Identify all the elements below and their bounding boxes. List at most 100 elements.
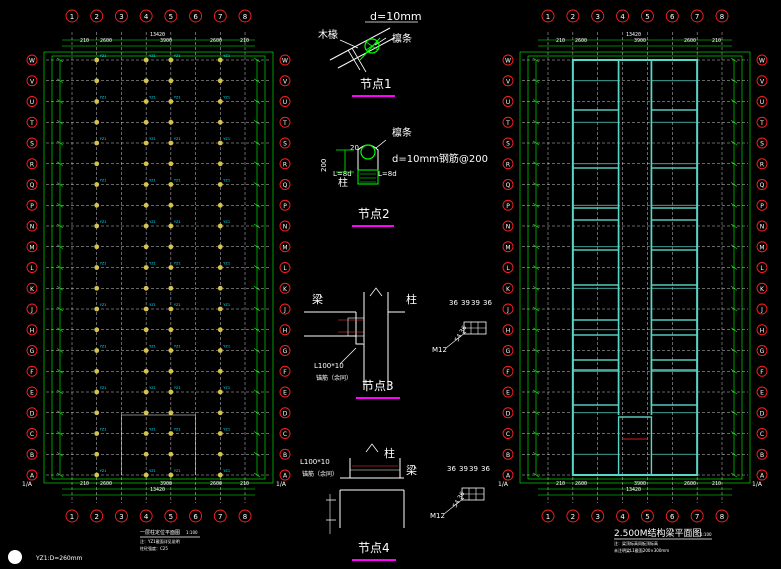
svg-text:YZ1: YZ1 (223, 96, 230, 100)
svg-text:YZ1: YZ1 (149, 54, 156, 58)
left-plan-column-yz1 (217, 410, 223, 416)
right-plan-axis-bubble-bottom-3: 3 (591, 509, 605, 523)
svg-text:6: 6 (193, 513, 198, 521)
left-plan-column-yz1 (143, 368, 149, 374)
right-plan-axis-bubble-row-P-right: P (756, 199, 768, 211)
svg-text:YZ1: YZ1 (223, 262, 230, 266)
svg-text:B: B (30, 452, 34, 459)
svg-text:U: U (30, 99, 34, 106)
left-plan-column-yz1: YZ1 (143, 54, 156, 63)
svg-text:YZ1: YZ1 (100, 96, 107, 100)
svg-text:YZ1: YZ1 (100, 54, 107, 58)
right-plan-top-dim-2: 2600 (575, 38, 587, 44)
left-plan-axis-bubble-row-H-left: H (26, 324, 38, 336)
svg-text:F: F (283, 369, 287, 376)
svg-text:G: G (506, 348, 511, 355)
svg-text:YZ1: YZ1 (174, 179, 181, 183)
svg-text:1: 1 (70, 13, 74, 21)
right-plan-side-label-right: 1/A (752, 481, 763, 488)
svg-text:4: 4 (144, 513, 149, 521)
svg-text:YZ1: YZ1 (223, 428, 230, 432)
right-plan-top-dim-6: 210 (712, 38, 721, 44)
right-plan-axis-bubble-row-C-left: C (502, 428, 514, 439)
right-plan-axis-bubble-row-C-right: C (756, 428, 768, 439)
svg-text:YZ1: YZ1 (174, 469, 181, 473)
left-plan-axis-bubble-row-K-left: K (26, 282, 38, 294)
left-plan-column-yz1: YZ1 (217, 303, 230, 312)
node-2-dim: d=10mm钢筋@200 (392, 152, 488, 165)
left-plan-top-dim-6: 210 (240, 38, 249, 44)
svg-text:YZ1: YZ1 (149, 262, 156, 266)
left-plan-column-yz1: YZ1 (168, 386, 181, 395)
svg-text:S: S (760, 141, 764, 148)
svg-text:8: 8 (720, 13, 724, 21)
left-plan-column-yz1: YZ1 (143, 179, 156, 187)
left-plan-column-yz1 (168, 161, 174, 167)
left-plan-axis-bubble-row-E-left: E (26, 386, 38, 398)
left-plan-axis-bubble-row-D-right: D (279, 407, 291, 419)
svg-text:V: V (760, 78, 765, 85)
left-plan-column-yz1 (217, 327, 223, 333)
svg-text:S: S (506, 141, 510, 148)
svg-text:B: B (506, 452, 510, 459)
node-2-title: 节点2 (358, 207, 390, 221)
svg-text:C: C (30, 431, 34, 438)
svg-text:7: 7 (695, 13, 699, 21)
node-4-d4: 36 (481, 465, 490, 473)
left-plan-column-yz1 (168, 410, 174, 416)
left-plan-top-dim-1: 210 (80, 38, 89, 44)
svg-text:N: N (760, 224, 765, 231)
svg-text:Q: Q (760, 182, 765, 189)
svg-text:1: 1 (546, 513, 550, 521)
right-plan-axis-bubble-bottom-6: 6 (665, 509, 679, 523)
right-plan-axis-bubble-row-U-right: U (756, 96, 768, 107)
svg-text:3: 3 (595, 13, 599, 21)
left-plan-column-yz1: YZ1 (94, 220, 106, 229)
svg-text:U: U (506, 99, 510, 106)
left-plan-column-yz1: YZ1 (143, 96, 156, 104)
svg-text:YZ1: YZ1 (100, 303, 107, 307)
right-plan-axis-bubble-row-H-right: H (756, 324, 768, 336)
svg-text:M: M (29, 244, 34, 251)
svg-text:T: T (282, 120, 287, 127)
right-plan-axis-bubble-row-R-left: R (502, 158, 514, 170)
node-3-d1: 36 (449, 299, 458, 307)
left-plan-bottom-dim-5: 2600 (210, 481, 222, 487)
left-plan-axis-bubble-row-W-right: W (279, 54, 291, 66)
svg-text:K: K (760, 286, 765, 293)
right-plan-axis-bubble-row-K-right: K (756, 282, 768, 294)
right-plan-axis-bubble-row-V-right: V (756, 75, 768, 87)
left-plan-axis-bubble-row-U-right: U (279, 96, 291, 107)
right-plan-axis-bubble-row-S-right: S (756, 137, 768, 149)
right-plan-axis-bubble-bottom-7: 7 (690, 509, 704, 523)
svg-text:A: A (760, 473, 765, 480)
svg-text:YZ1: YZ1 (174, 262, 181, 266)
svg-text:F: F (760, 369, 764, 376)
svg-text:G: G (30, 348, 35, 355)
left-plan-column-yz1: YZ1 (168, 428, 181, 436)
right-plan-axis-bubble-top-3: 3 (591, 9, 605, 23)
right-plan-side-label-left: 1/A (498, 481, 509, 488)
left-plan-column-yz1 (94, 78, 100, 84)
svg-text:YZ1: YZ1 (223, 345, 230, 349)
svg-text:B: B (283, 452, 287, 459)
left-plan-axis-bubble-row-M-left: M (26, 241, 38, 253)
svg-text:3: 3 (595, 513, 599, 521)
left-plan-column-yz1 (168, 202, 174, 208)
left-plan-axis-bubble-row-U-left: U (26, 96, 38, 107)
svg-text:W: W (759, 58, 765, 65)
right-plan-bottom-dim-5: 2600 (684, 481, 696, 487)
svg-text:YZ1: YZ1 (149, 137, 156, 141)
right-plan-axis-bubble-top-8: 8 (715, 9, 729, 23)
node-3-detail: 梁 柱 L100*10 锚筋（余同） 节点3 36 39 39 36 54 36… (304, 287, 492, 399)
left-plan-axis-bubble-row-D-left: D (26, 407, 38, 419)
right-plan-bottom-dim-6: 210 (712, 481, 721, 487)
left-plan-column-yz1: YZ1 (217, 179, 230, 187)
left-plan-axis-bubble-bottom-8: 8 (238, 509, 252, 523)
left-plan-axis-bubble-top-2: 2 (90, 9, 104, 23)
right-plan-axis-bubble-row-N-right: N (756, 220, 768, 232)
left-plan-bottom-dim-3: 13420 (150, 487, 165, 493)
right-plan-axis-bubble-row-T-left: T (502, 116, 514, 128)
svg-text:U: U (283, 99, 287, 106)
